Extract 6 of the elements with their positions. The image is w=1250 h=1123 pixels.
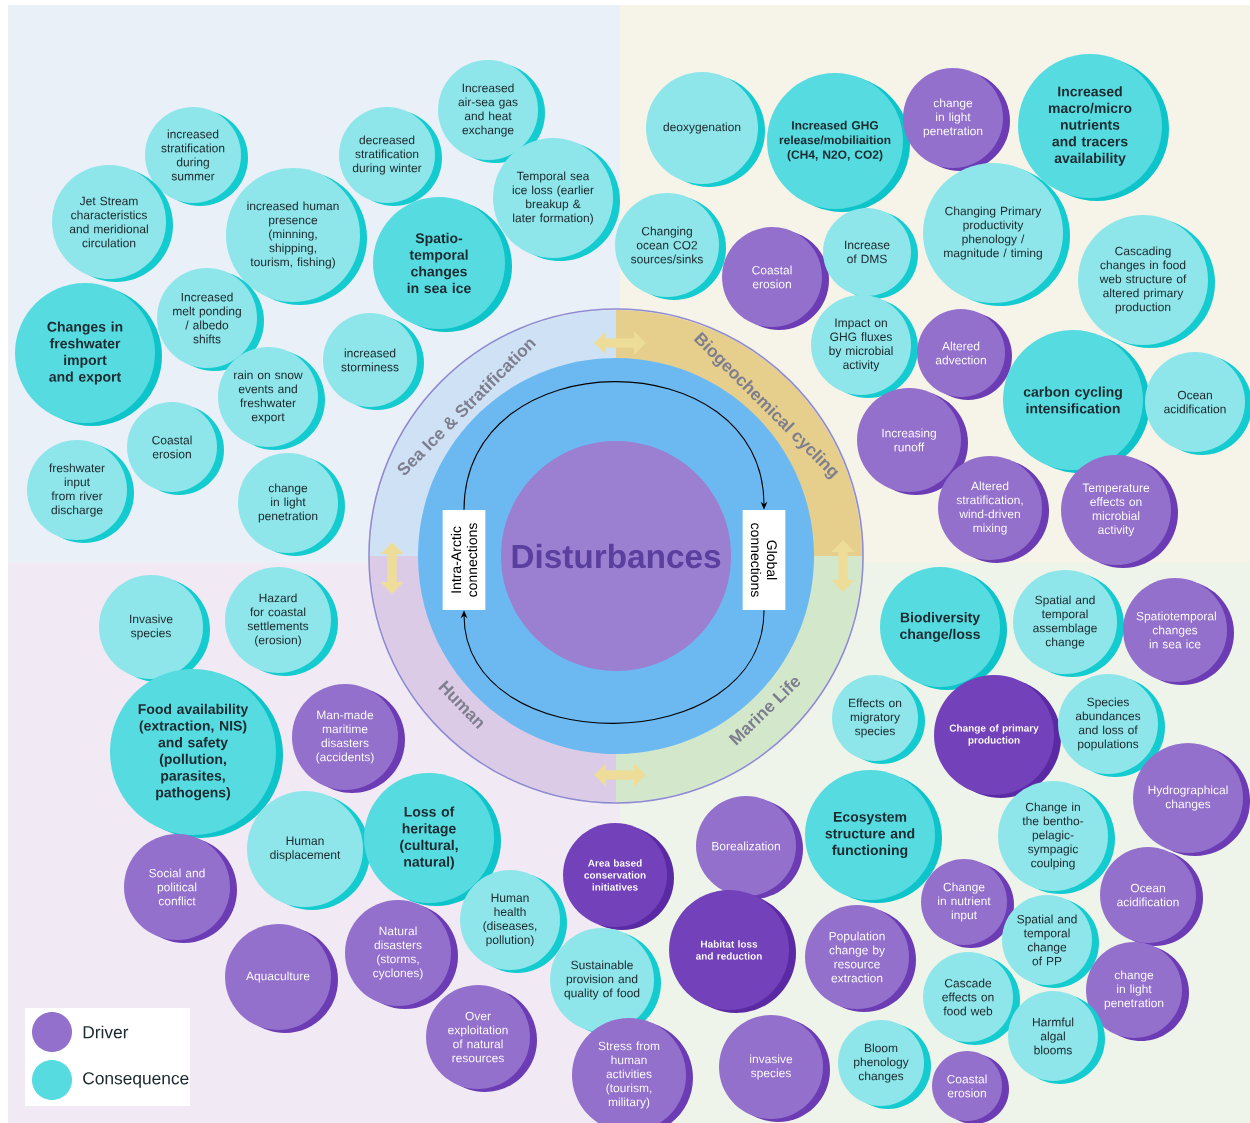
label-box: Intra-Arctic connections [442, 510, 486, 610]
label-box: Global connections [742, 510, 786, 610]
legend-label: Consequence [83, 1072, 189, 1088]
connection-arrow [463, 381, 768, 511]
legend-label: Driver [83, 1025, 129, 1039]
connection-arrow [460, 609, 765, 724]
